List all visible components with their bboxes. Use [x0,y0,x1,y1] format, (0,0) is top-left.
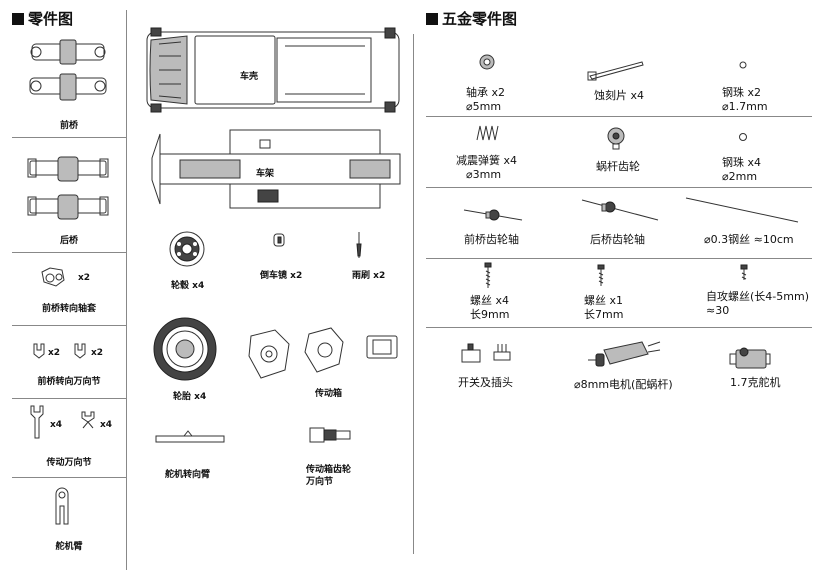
rear-gear-shaft-drawing [581,199,659,221]
left-divider-4 [12,398,126,399]
steering-joint-qty-b: x2 [91,348,104,358]
steering-joint-label: 前桥转向万向节 [37,377,101,387]
rear-axle-label: 后桥 [59,236,78,246]
etch-plate-name: 蚀刻片 x4 [594,89,645,102]
universal-joint-a-drawing [30,405,44,439]
screw-9mm-name: 螺丝 x4 [470,294,510,307]
screw-9mm-spec: 长9mm [470,308,510,321]
motor-drawing [588,341,661,367]
steel-wire-name: ⌀0.3钢丝 ≈10cm [704,233,794,246]
screw-7mm-name: 螺丝 x1 [584,294,624,307]
switch-and-plug-drawing [461,343,511,363]
screw-7mm-spec: 长7mm [584,308,624,321]
steering-joint-qty-a: x2 [48,348,61,358]
steering-joint-b-drawing [74,343,86,359]
steel-ball-small-drawing [739,61,747,69]
parts-section-title-text: 零件图 [28,10,74,28]
servo-steering-arm-drawing [155,430,225,443]
steel-ball-small-spec: ⌀1.7mm [722,100,768,113]
front-axle-label: 前桥 [59,121,78,131]
bearing-name: 轴承 x2 [466,86,506,99]
square-bullet-icon [12,12,24,25]
wheel-hub-label: 轮毂 x4 [171,281,205,291]
gearbox-joint-label-line1: 传动箱齿轮 [306,465,352,475]
worm-gear-drawing [607,127,625,150]
screw-9mm-drawing [484,262,492,288]
steering-sleeve-label: 前桥转向轴套 [41,304,96,314]
hardware-section-title: 五金零件图 [426,8,517,29]
servo-arm-label: 舵机臂 [55,542,83,552]
left-divider-3 [12,325,126,326]
car-shell-label: 车壳 [240,72,259,82]
left-divider-5 [12,477,126,478]
right-divider-2 [426,187,812,188]
screw-7mm-drawing [597,264,605,286]
gearbox-label: 传动箱 [315,389,343,399]
wiper-drawing [356,232,362,258]
chassis-frame-label: 车架 [256,169,275,179]
steering-sleeve-qty: x2 [78,273,91,283]
chassis-frame-drawing [151,129,401,209]
wheel-hub-drawing [169,231,205,267]
servo-drawing [729,347,771,369]
square-bullet-icon [426,12,438,25]
steel-ball-large-name: 钢珠 x4 [722,156,762,169]
left-column-divider [126,10,127,570]
bearing-drawing [479,54,495,70]
motor-name: ⌀8mm电机(配蜗杆) [574,378,673,391]
spring-drawing [476,125,499,141]
left-divider-2 [12,252,126,253]
self-tapping-screw-drawing [740,264,748,280]
parts-section-title: 零件图 [12,8,73,29]
servo-name: 1.7克舵机 [730,376,781,389]
self-tapping-screw-name: 自攻螺丝(长4-5mm) [706,290,809,303]
right-divider-3 [426,258,812,259]
steel-ball-large-spec: ⌀2mm [722,170,758,183]
steering-sleeve-drawing [41,267,65,287]
bearing-spec: ⌀5mm [466,100,502,113]
servo-arm-drawing [55,487,69,525]
self-tapping-screw-spec: ≈30 [706,304,730,317]
universal-joint-qty-a: x4 [50,420,63,430]
tire-drawing [153,317,217,381]
wiper-label: 雨刷 x2 [352,271,386,281]
steel-wire-drawing [685,197,799,223]
steering-joint-a-drawing [33,343,45,359]
switch-and-plug-name: 开关及插头 [458,376,513,389]
front-gear-shaft-drawing [463,209,523,221]
gearbox-joint-label-line2: 万向节 [306,477,334,487]
front-axle-drawing [29,39,107,101]
left-divider-1 [12,137,126,138]
spring-name: 减震弹簧 x4 [456,154,518,167]
mirror-drawing [273,233,285,247]
gearbox-joint-drawing [309,427,351,443]
tire-label: 轮胎 x4 [173,392,207,402]
universal-joint-qty-b: x4 [100,420,113,430]
front-gear-shaft-name: 前桥齿轮轴 [464,233,519,246]
universal-joint-b-drawing [81,411,95,429]
mirror-label: 倒车镜 x2 [260,271,303,281]
steel-ball-large-drawing [739,133,747,141]
rear-axle-drawing [27,156,109,220]
right-divider-4 [426,327,812,328]
steel-ball-small-name: 钢珠 x2 [722,86,762,99]
gearbox-drawing [248,327,398,379]
right-divider-1 [426,116,812,117]
car-shell-drawing [146,27,400,113]
rear-gear-shaft-name: 后桥齿轮轴 [590,233,645,246]
etch-plate-drawing [587,61,644,81]
hardware-section-title-text: 五金零件图 [442,10,518,28]
universal-joint-label: 传动万向节 [46,458,92,468]
servo-steering-arm-label: 舵机转向臂 [165,470,211,480]
worm-gear-name: 蜗杆齿轮 [596,160,640,173]
middle-column-divider [413,34,414,554]
spring-spec: ⌀3mm [466,168,502,181]
